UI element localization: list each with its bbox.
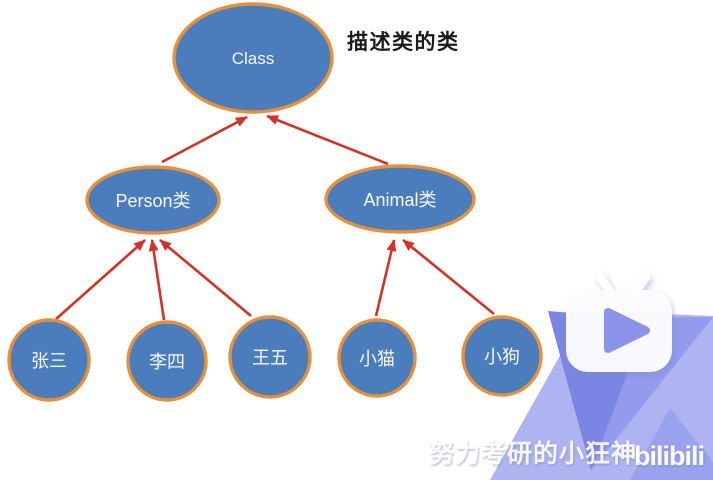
banner-facet-mid [591, 317, 713, 471]
arrow-lisi-to-person [148, 239, 166, 321]
arrow-xiaogou-to-animal [402, 238, 495, 316]
arrow-wangwu-to-person [159, 239, 252, 317]
banner-facet-corner [630, 408, 713, 480]
person-class-node [85, 165, 221, 235]
instance-node-lisi [126, 320, 208, 402]
instance-label-lisi: 李四 [149, 352, 185, 372]
instance-label-xiaomao: 小猫 [359, 349, 395, 369]
instance-label-zhangsan: 张三 [31, 351, 67, 371]
watermark-channel-text: 努力考研的小狂神 [429, 439, 637, 468]
class-node [172, 2, 334, 114]
arrow-person-to-class [161, 115, 248, 164]
person-class-label: Person类 [115, 191, 190, 211]
animal-class-node [324, 164, 476, 234]
arrow-zhangsan-to-person [55, 239, 146, 320]
arrow-layer [55, 114, 495, 321]
play-icon [604, 308, 650, 353]
instance-label-wangwu: 王五 [252, 348, 288, 368]
animal-class-label: Animal类 [363, 190, 436, 210]
bilibili-tv-icon [566, 272, 672, 372]
instance-node-xiaogou [461, 315, 543, 397]
instance-node-xiaomao [337, 318, 417, 398]
instance-node-zhangsan [7, 318, 91, 402]
arrow-animal-to-class [266, 114, 389, 166]
instance-label-xiaogou: 小狗 [484, 347, 520, 367]
arrow-xiaomao-to-animal [374, 239, 397, 317]
bilibili-wordmark: bilibili [634, 441, 704, 471]
instance-node-wangwu [228, 315, 312, 399]
class-node-label: Class [232, 49, 275, 68]
root-annotation: 描述类的类 [347, 30, 460, 54]
